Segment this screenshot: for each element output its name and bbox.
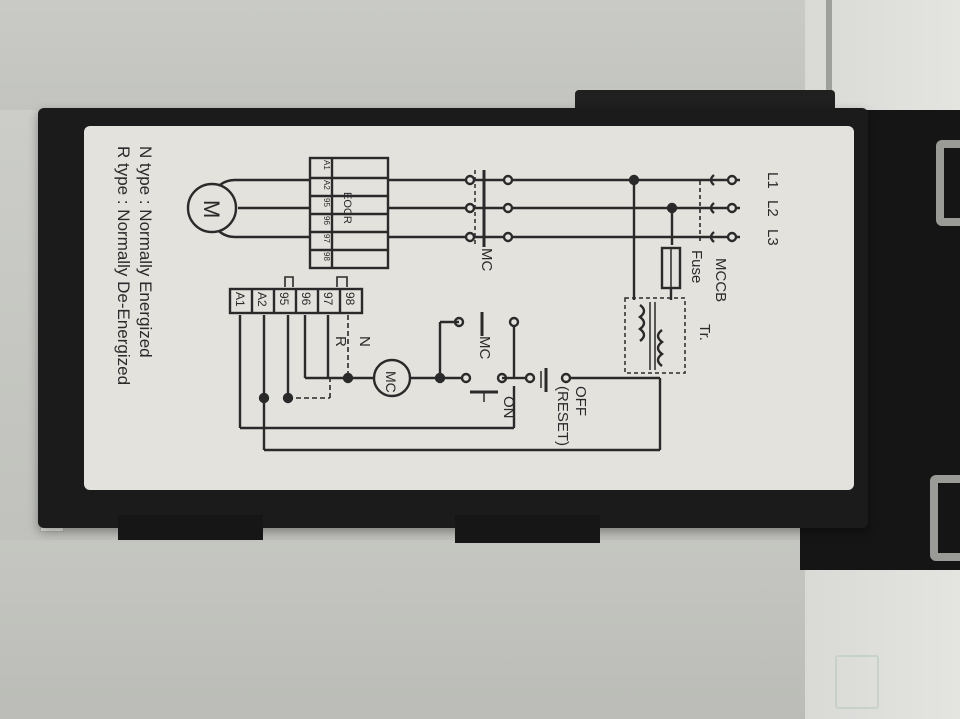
- eocr-terminal: 96: [322, 216, 331, 225]
- mc-auxiliary-contact: [440, 312, 520, 336]
- mc-contact-label: MC: [478, 248, 495, 271]
- legend-r-type: R type : Normally De-Energized: [114, 146, 133, 385]
- transformer-label: Tr.: [696, 324, 713, 341]
- line-label-l2: L2: [764, 200, 781, 217]
- transformer-symbol: [624, 297, 686, 374]
- eocr-box: [308, 156, 390, 270]
- terminal-label: A2: [255, 292, 269, 307]
- terminal-label: 96: [299, 292, 313, 306]
- mccb-symbol: [699, 174, 738, 243]
- terminal-label: 98: [343, 292, 357, 306]
- fuse-label: Fuse: [688, 250, 705, 283]
- eocr-label: EOCR: [341, 192, 353, 224]
- r-mark: R: [332, 336, 349, 347]
- eocr-terminal: 95: [322, 198, 331, 207]
- mccb-label: MCCB: [712, 258, 729, 302]
- wall-seam: [826, 0, 832, 100]
- mc-main-contacts: [464, 170, 514, 247]
- on-button-symbol: [460, 372, 508, 402]
- line-label-l1: L1: [764, 172, 781, 189]
- din-rail-clip: [936, 140, 960, 226]
- eocr-terminal: A1: [322, 160, 331, 170]
- watermark-stamp: [835, 655, 879, 709]
- eocr-terminal: 98: [322, 252, 331, 261]
- terminal-label: 95: [277, 292, 291, 306]
- mc-coil-label: MC: [383, 371, 399, 393]
- device-foot: [118, 515, 263, 540]
- device-foot: [455, 515, 600, 543]
- phase-lines: [385, 178, 740, 239]
- n-mark: N: [356, 336, 373, 347]
- terminal-label: A1: [233, 292, 247, 307]
- motor-symbol: [186, 182, 238, 234]
- din-rail-clip: [930, 475, 960, 561]
- terminal-block: [228, 287, 364, 315]
- off-reset-button-symbol: [524, 368, 572, 392]
- legend-n-type: N type : Normally Energized: [136, 146, 155, 358]
- reset-label: (RESET): [554, 386, 571, 446]
- eocr-terminal: A2: [322, 180, 331, 190]
- motor-label: M: [199, 200, 224, 218]
- eocr-terminal: 97: [322, 234, 331, 243]
- on-button-label: ON: [500, 396, 517, 419]
- mc-aux-label: MC: [476, 336, 493, 359]
- terminal-label: 97: [321, 292, 335, 306]
- line-label-l3: L3: [764, 229, 781, 246]
- off-button-label: OFF: [572, 386, 589, 416]
